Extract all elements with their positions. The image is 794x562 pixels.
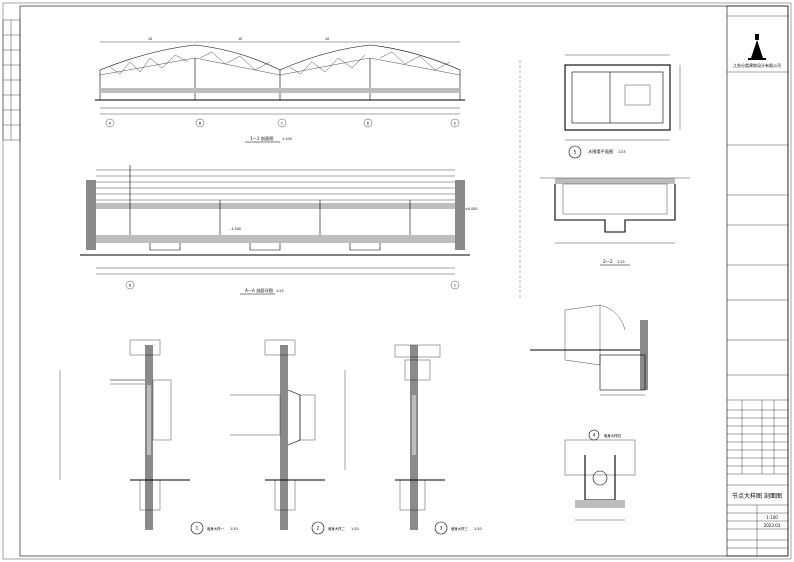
detail-1-scale: 1:20 — [230, 527, 238, 531]
svg-text:A: A — [109, 122, 112, 126]
section-1-1: 10 10 10 A B C D E 1—1 剖面图 1:100 — [95, 37, 465, 143]
section-2-2: 2—2 1:25 — [540, 177, 690, 266]
detail-3-title: 墙身大样三 — [451, 526, 469, 531]
svg-text:B: B — [129, 284, 132, 288]
date-value: 2023.03 — [764, 523, 781, 528]
plan-5: 5 水围墙平面图 1:25 — [564, 54, 681, 159]
level-neg: -1.200 — [230, 227, 241, 231]
drain-detail — [564, 439, 636, 521]
span-label-a: 10 — [148, 37, 152, 41]
detail-3-number-bubble — [434, 521, 448, 535]
detail-1-number-bubble — [190, 521, 204, 535]
binding-strip — [2, 19, 21, 141]
detail-1-number: 1 — [196, 526, 199, 531]
axis-bubbles-aa: B C — [125, 280, 460, 290]
detail-1-title: 墙身大样一 — [207, 526, 225, 531]
detail-2-scale: 1:20 — [351, 527, 359, 531]
section-1-1-title: 1—1 剖面图 — [250, 135, 273, 142]
detail-3-scale: 1:20 — [474, 527, 482, 531]
plan-5-title: 水围墙平面图 — [588, 148, 613, 155]
svg-text:E: E — [454, 122, 456, 126]
plan-5-number-bubble — [568, 145, 582, 159]
signature-table — [727, 400, 788, 475]
svg-text:C: C — [281, 122, 284, 126]
detail-4-title: 墙身大样四 — [604, 433, 622, 438]
scale-value: 1:100 — [766, 515, 778, 520]
detail-2-number: 2 — [317, 526, 320, 531]
span-label-b: 10 — [238, 37, 242, 41]
detail-3: 3 墙身大样三 1:20 — [344, 344, 482, 535]
span-label-c: 10 — [325, 37, 329, 41]
title-block: 江苏分类建筑设计有限公司 节点大样图 剖面图 — [726, 5, 789, 557]
level-zero: ±0.000 — [465, 207, 478, 211]
detail-2-title: 墙身大样二 — [328, 526, 346, 531]
detail-4-number: 4 — [593, 433, 596, 438]
section-2-2-scale: 1:25 — [617, 260, 625, 264]
sheet-title: 节点大样图 剖面图 — [732, 492, 782, 500]
section-2-2-title: 2—2 — [603, 259, 613, 264]
axis-bubbles: A B C D E — [105, 118, 460, 128]
svg-text:C: C — [454, 284, 457, 288]
detail-2-number-bubble — [311, 521, 325, 535]
section-a-a-scale: 1:25 — [276, 289, 284, 293]
section-1-1-scale: 1:100 — [282, 137, 292, 141]
company-logo — [748, 34, 766, 60]
svg-text:B: B — [199, 122, 202, 126]
detail-3-number: 3 — [440, 526, 443, 531]
section-a-a-title: A—A 剖面详图 — [245, 287, 273, 294]
svg-text:D: D — [367, 122, 370, 126]
detail-1: 1 墙身大样一 1:20 — [59, 339, 238, 535]
company-name: 江苏分类建筑设计有限公司 — [733, 62, 781, 68]
detail-4: 4 墙身大样四 — [530, 304, 648, 441]
plan-5-number: 5 — [574, 150, 577, 155]
section-a-a: -1.200 ±0.000 B C A—A 剖面详图 1:25 — [80, 165, 478, 295]
detail-2: 2 墙身大样二 1:20 — [230, 339, 359, 535]
plan-5-scale: 1:25 — [618, 150, 626, 154]
